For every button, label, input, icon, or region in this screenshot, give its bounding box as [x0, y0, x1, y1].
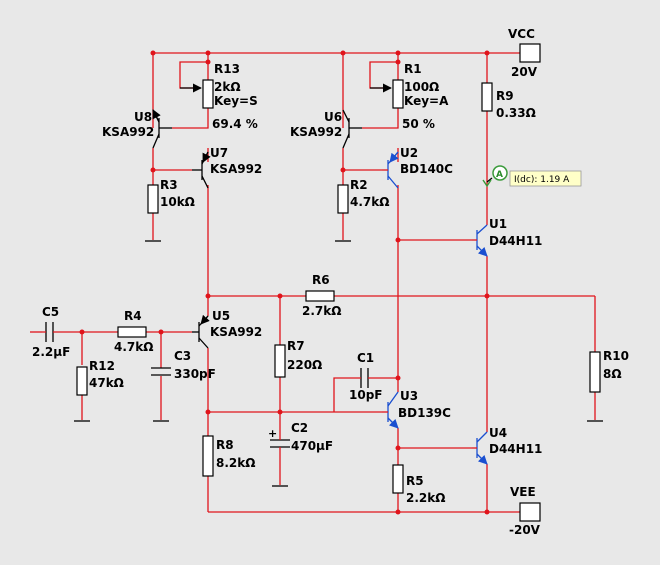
c3-capacitor[interactable]: C3 330pF: [151, 349, 216, 381]
svg-text:10pF: 10pF: [349, 388, 383, 402]
svg-text:R13: R13: [214, 62, 240, 76]
svg-text:U1: U1: [489, 217, 507, 231]
svg-text:R10: R10: [603, 349, 629, 363]
svg-text:0.33Ω: 0.33Ω: [496, 106, 536, 120]
u7-transistor[interactable]: U7 KSA992: [192, 146, 262, 189]
svg-text:220Ω: 220Ω: [287, 358, 322, 372]
svg-text:8Ω: 8Ω: [603, 367, 622, 381]
svg-text:470µF: 470µF: [291, 439, 333, 453]
svg-text:BD140C: BD140C: [400, 162, 453, 176]
svg-text:KSA992: KSA992: [210, 162, 262, 176]
svg-text:R7: R7: [287, 339, 305, 353]
svg-text:Key=S: Key=S: [214, 94, 258, 108]
u1-transistor[interactable]: U1 D44H11: [472, 217, 542, 257]
svg-text:10kΩ: 10kΩ: [160, 195, 195, 209]
u6-transistor[interactable]: U6 KSA992: [290, 109, 362, 149]
junctions: [79, 50, 490, 515]
svg-text:2.7kΩ: 2.7kΩ: [302, 304, 341, 318]
vcc-name: VCC: [508, 27, 535, 41]
r6-resistor[interactable]: R6 2.7kΩ: [302, 273, 341, 318]
svg-text:4.7kΩ: 4.7kΩ: [350, 195, 389, 209]
vee-value: -20V: [509, 523, 541, 537]
c5-capacitor[interactable]: C5 2.2µF: [32, 305, 70, 359]
c1-capacitor[interactable]: C1 10pF: [349, 351, 383, 402]
svg-text:C3: C3: [174, 349, 191, 363]
r9-resistor[interactable]: R9 0.33Ω: [481, 82, 536, 120]
svg-text:69.4 %: 69.4 %: [212, 117, 258, 131]
ground-symbols: [74, 240, 603, 487]
svg-text:330pF: 330pF: [174, 367, 216, 381]
svg-text:U8: U8: [134, 110, 152, 124]
vcc-terminal[interactable]: VCC 20V: [508, 27, 541, 79]
svg-text:R5: R5: [406, 474, 424, 488]
r4-resistor[interactable]: R4 4.7kΩ: [114, 309, 153, 354]
u5-transistor[interactable]: U5 KSA992: [192, 309, 262, 349]
svg-text:U3: U3: [400, 389, 418, 403]
current-probe[interactable]: A I(dc): 1.19 A: [482, 165, 582, 188]
svg-text:R9: R9: [496, 89, 514, 103]
vee-name: VEE: [510, 485, 536, 499]
r8-resistor[interactable]: R8 8.2kΩ: [202, 435, 255, 477]
svg-text:R2: R2: [350, 178, 368, 192]
svg-text:D44H11: D44H11: [489, 234, 542, 248]
r10-resistor[interactable]: R10 8Ω: [589, 349, 629, 393]
svg-text:KSA992: KSA992: [290, 125, 342, 139]
svg-text:C5: C5: [42, 305, 59, 319]
svg-text:4.7kΩ: 4.7kΩ: [114, 340, 153, 354]
r3-resistor[interactable]: R3 10kΩ: [147, 178, 195, 214]
svg-text:47kΩ: 47kΩ: [89, 376, 124, 390]
svg-text:U6: U6: [324, 110, 342, 124]
svg-text:U4: U4: [489, 426, 507, 440]
svg-text:C2: C2: [291, 421, 308, 435]
probe-symbol: A: [496, 170, 503, 180]
wires: [30, 52, 596, 513]
svg-text:8.2kΩ: 8.2kΩ: [216, 456, 255, 470]
svg-text:KSA992: KSA992: [102, 125, 154, 139]
r12-resistor[interactable]: R12 47kΩ: [76, 359, 124, 396]
svg-text:R4: R4: [124, 309, 142, 323]
svg-text:R12: R12: [89, 359, 115, 373]
u2-transistor[interactable]: U2 BD140C: [382, 146, 453, 189]
svg-text:U2: U2: [400, 146, 418, 160]
svg-text:D44H11: D44H11: [489, 442, 542, 456]
vee-terminal[interactable]: VEE -20V: [509, 485, 541, 537]
svg-text:R6: R6: [312, 273, 330, 287]
u3-transistor[interactable]: U3 BD139C: [382, 389, 451, 429]
svg-text:R1: R1: [404, 62, 422, 76]
svg-text:R3: R3: [160, 178, 178, 192]
r7-resistor[interactable]: R7 220Ω: [274, 339, 322, 378]
c2-capacitor[interactable]: + C2 470µF: [268, 421, 333, 453]
r5-resistor[interactable]: R5 2.2kΩ: [392, 464, 445, 505]
svg-text:BD139C: BD139C: [398, 406, 451, 420]
probe-reading: I(dc): 1.19 A: [514, 175, 570, 185]
u8-transistor[interactable]: U8 KSA992: [102, 109, 172, 149]
svg-text:KSA992: KSA992: [210, 325, 262, 339]
svg-text:U5: U5: [212, 309, 230, 323]
svg-text:U7: U7: [210, 146, 228, 160]
svg-text:50 %: 50 %: [402, 117, 435, 131]
svg-text:+: +: [268, 427, 277, 440]
svg-text:R8: R8: [216, 438, 234, 452]
svg-text:2.2µF: 2.2µF: [32, 345, 70, 359]
r1-potentiometer[interactable]: R1 100Ω Key=A 50 %: [370, 62, 449, 131]
r13-potentiometer[interactable]: R13 2kΩ Key=S 69.4 %: [180, 62, 258, 131]
u4-transistor[interactable]: U4 D44H11: [472, 426, 542, 465]
svg-text:2kΩ: 2kΩ: [214, 80, 241, 94]
svg-text:100Ω: 100Ω: [404, 80, 439, 94]
vcc-value: 20V: [511, 65, 538, 79]
r2-resistor[interactable]: R2 4.7kΩ: [337, 178, 389, 214]
svg-text:2.2kΩ: 2.2kΩ: [406, 491, 445, 505]
svg-text:Key=A: Key=A: [404, 94, 449, 108]
svg-text:C1: C1: [357, 351, 374, 365]
